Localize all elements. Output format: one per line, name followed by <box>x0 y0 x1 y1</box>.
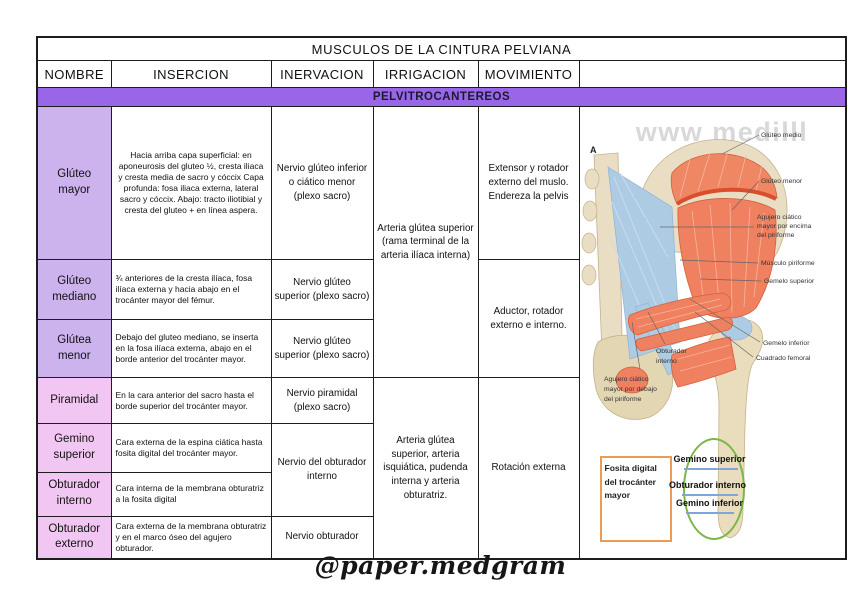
cell-gluteo-mayor-inervacion: Nervio glúteo inferior o ciático menor (… <box>270 106 374 260</box>
label-agujero-debajo-1: Agujero ciático <box>604 376 649 383</box>
table-row: Glúteo mayor Hacia arriba capa superfici… <box>36 105 847 560</box>
cell-gemino-superior-insercion: Cara externa de la espina ciática hasta … <box>110 423 272 473</box>
cell-piramidal-insercion: En la cara anterior del sacro hasta el b… <box>110 377 272 425</box>
label-gemelo-inferior: Gemelo inferior <box>763 340 810 347</box>
quadratus-femoris-muscle <box>670 336 736 388</box>
fosita-digital-note: Fosita digital del trocánter mayor <box>599 456 672 542</box>
cell-movimiento-mediano-menor: Aductor, rotador externo e interno. <box>477 258 580 379</box>
col-header-nombre: NOMBRE <box>36 60 112 88</box>
panel-marker: A <box>590 145 597 155</box>
col-header-irrigacion: IRRIGACION <box>372 60 479 88</box>
green-circle-annotation <box>682 438 745 540</box>
cell-piramidal-name: Piramidal <box>36 377 112 425</box>
table-row: Glúteo mediano ¾ anteriores de la cresta… <box>36 258 846 379</box>
circled-gemino-superior: Gemino superior <box>673 454 746 464</box>
cell-gluteo-mayor-insercion: Hacia arriba capa superficial: en aponeu… <box>110 106 272 260</box>
label-musculo-piriforme: Músculo piriforme <box>761 260 815 267</box>
cell-irrigacion-rotadores: Arteria glútea superior, arteria isquiát… <box>372 377 479 560</box>
col-header-insercion: INSERCION <box>110 60 272 88</box>
pelvic-muscles-table: MUSCULOS DE LA CINTURA PELVIANA NOMBRE I… <box>36 36 847 560</box>
table-row: Glútea menor Debajo del gluteo mediano, … <box>36 319 846 379</box>
anatomy-labels: Glúteo medio Glúteo menor Agujero ciátic… <box>604 132 815 403</box>
table-row: Obturador externo Cara externa de la mem… <box>36 515 846 560</box>
cell-obturador-interno-name: Obturador interno <box>36 471 112 517</box>
cell-obturador-externo-name: Obturador externo <box>36 515 112 560</box>
underline-obturador-interno <box>681 494 738 496</box>
label-obturador-interno-2: interno <box>656 358 677 365</box>
label-agujero-debajo-2: mayor por debajo <box>604 386 657 393</box>
cell-inervacion-geminos: Nervio del obturador interno <box>270 423 374 517</box>
instagram-handle: @paper.medgram <box>314 551 567 580</box>
gluteus-minimus-muscle <box>677 198 777 319</box>
underline-gemino-superior <box>683 468 738 470</box>
label-cuadrado-femoral: Cuadrado femoral <box>756 355 811 362</box>
col-header-inervacion: INERVACION <box>270 60 374 88</box>
label-agujero-encima-1: Agujero ciático <box>757 214 802 221</box>
circled-obturador-interno: Obturador interno <box>669 480 746 490</box>
cell-gluteo-mediano-inervacion: Nervio glúteo superior (plexo sacro) <box>270 258 374 321</box>
label-agujero-debajo-3: del piriforme <box>604 396 642 403</box>
cell-glutea-menor-name: Glútea menor <box>36 319 112 379</box>
cell-movimiento-rotadores: Rotación externa <box>477 377 580 560</box>
cell-piramidal-inervacion: Nervio piramidal (plexo sacro) <box>270 377 374 425</box>
circled-gemino-inferior: Gemino inferior <box>675 498 744 508</box>
cell-gluteo-mayor-name: Glúteo mayor <box>36 106 112 260</box>
study-sheet: MUSCULOS DE LA CINTURA PELVIANA NOMBRE I… <box>36 36 847 560</box>
label-gluteo-menor: Glúteo menor <box>761 178 803 185</box>
page-title: MUSCULOS DE LA CINTURA PELVIANA <box>36 36 847 61</box>
label-agujero-encima-2: mayor por encima <box>757 223 812 230</box>
cell-obturador-interno-insercion: Cara interna de la membrana obturatriz a… <box>110 471 272 517</box>
label-agujero-encima-3: del piriforme <box>757 232 795 239</box>
cell-obturador-externo-insercion: Cara externa de la membrana obturatriz y… <box>110 515 272 560</box>
cell-glutea-menor-insercion: Debajo del gluteo mediano, se inserta en… <box>110 319 272 379</box>
gemellus-muscles <box>635 316 733 352</box>
cell-gluteo-mayor-movimiento: Extensor y rotador externo del muslo. En… <box>477 106 580 260</box>
cell-glutea-menor-inervacion: Nervio glúteo superior (plexo sacro) <box>270 319 374 379</box>
obturator-externus-muscle <box>615 366 648 394</box>
cell-gemino-superior-name: Gemino superior <box>36 423 112 473</box>
label-gluteo-medio: Glúteo medio <box>761 132 802 139</box>
label-obturador-interno-1: Obturador <box>656 348 687 355</box>
label-pointer-lines <box>631 134 761 370</box>
cell-gluteo-mediano-insercion: ¾ anteriores de la cresta ilíaca, fosa i… <box>110 258 272 321</box>
cell-irrigacion-gluteos: Arteria glútea superior (rama terminal d… <box>372 105 479 379</box>
label-gemelo-superior: Gemelo superior <box>764 278 815 285</box>
cell-gluteo-mediano-name: Glúteo mediano <box>36 258 112 321</box>
table-row: Piramidal En la cara anterior del sacro … <box>36 377 846 560</box>
table-row: Obturador interno Cara interna de la mem… <box>36 471 846 517</box>
section-header-pelvitrocantereos: PELVITROCANTEREOS <box>36 87 847 107</box>
table-row: Gemino superior Cara externa de la espin… <box>36 423 846 517</box>
col-header-empty <box>578 60 847 88</box>
gluteus-medius-muscle <box>670 150 777 206</box>
anatomy-figure-cell: www medilll A <box>578 106 847 560</box>
cell-obturador-externo-inervacion: Nervio obturador <box>270 515 374 560</box>
underline-gemino-inferior <box>685 512 734 514</box>
col-header-movimiento: MOVIMIENTO <box>477 60 580 88</box>
